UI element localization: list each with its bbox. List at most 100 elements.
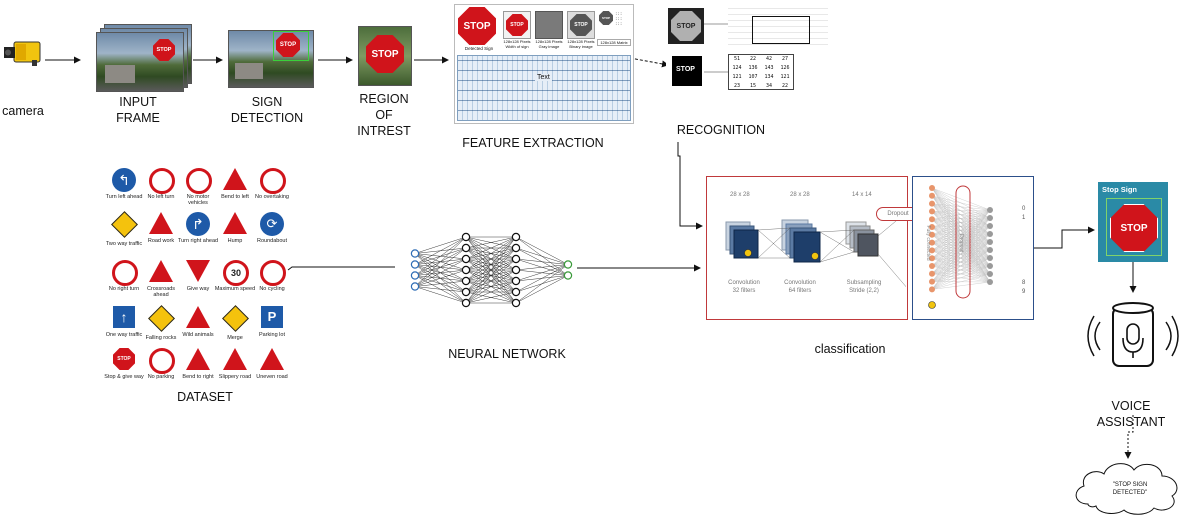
fc-output-1: 1	[1022, 215, 1026, 221]
fc-connection	[931, 257, 991, 290]
fc-connection	[931, 265, 991, 290]
dataset-sign: ↰Turn left ahead	[102, 168, 146, 200]
fc-neuron	[929, 192, 935, 199]
stop-sign-icon: STOP	[506, 14, 528, 36]
stop-sign-icon: STOP	[366, 35, 404, 73]
fc-output-neuron	[987, 215, 993, 221]
nn-connection	[465, 236, 517, 271]
fc-connection	[931, 209, 991, 243]
nn-neuron	[461, 276, 471, 286]
nn-connection	[414, 269, 467, 287]
feature-text-label: Text	[535, 74, 552, 81]
fc-connection	[931, 209, 991, 282]
fc-connection	[931, 273, 991, 290]
cnn-layers-diagram	[725, 212, 906, 287]
nn-connection	[515, 275, 569, 304]
cnn-size-3: 14 x 14	[852, 192, 872, 198]
dataset-sign: No right turn	[102, 260, 146, 292]
cnn-stage2-line2: 64 filters	[788, 288, 812, 294]
nn-neuron	[461, 298, 471, 308]
stop-sign-icon: STOP	[570, 14, 592, 36]
nn-neuron	[511, 276, 521, 286]
fc-output-neuron	[987, 271, 993, 277]
nn-connection	[515, 264, 569, 293]
fc-connection	[931, 209, 991, 290]
arrow-cnn-to-result	[1032, 226, 1095, 249]
input-frame-photo: STOP	[96, 32, 184, 92]
nn-neuron	[511, 243, 521, 253]
nn-connection	[414, 258, 467, 287]
fc-neuron	[929, 247, 935, 254]
cloud-text-line1: "STOP SIGN	[1112, 482, 1148, 488]
fc-neuron	[929, 200, 935, 207]
dataset-sign: Merge	[213, 305, 257, 341]
dataset-sign: Wild animals	[176, 306, 220, 338]
cnn-stage3-line1: Subsampling	[846, 280, 882, 286]
dataset-sign: Uneven road	[250, 348, 294, 380]
arrow-voice-to-cloud	[1124, 415, 1134, 459]
cnn-size-1: 28 x 28	[730, 192, 750, 198]
fc-connection	[931, 209, 991, 267]
nn-connection	[465, 236, 517, 260]
nn-connection	[465, 236, 517, 249]
nn-connection	[414, 286, 467, 304]
fc-output-8: 8	[1022, 280, 1026, 286]
nn-neuron	[461, 287, 471, 297]
neural-network-label: NEURAL NETWORK	[448, 347, 566, 361]
recognition-matrix-large	[728, 6, 828, 50]
dataset-sign: Slippery road	[213, 348, 257, 380]
nn-connection	[465, 247, 517, 304]
nn-connection	[465, 236, 517, 304]
stop-sign-icon: STOP	[276, 33, 300, 57]
fc-connection	[931, 203, 991, 211]
stop-sign-icon: STOP	[153, 39, 175, 61]
fc-connection	[931, 209, 991, 220]
nn-connection	[515, 236, 569, 265]
nn-neuron	[461, 254, 471, 264]
feature-gray-image	[535, 11, 563, 39]
roi-label-line3: INTREST	[357, 124, 411, 138]
fc-connection	[931, 195, 991, 211]
fc-layers-diagram	[928, 185, 993, 309]
fc-output-9: 9	[1022, 289, 1026, 295]
dataset-label: DATASET	[177, 390, 233, 404]
feature-caption-3: 128x128 Pixels Gray image	[535, 39, 563, 49]
input-frame-label-line2: FRAME	[116, 111, 160, 125]
nn-connection	[515, 264, 569, 282]
feature-caption-1: Detected Sign	[464, 46, 494, 51]
nn-connection	[465, 269, 517, 304]
roi-label-line2: OF	[375, 108, 393, 122]
feature-caption-2: 128x128 Pixels Width of sign	[503, 39, 531, 49]
sign-detection-photo: STOP	[228, 30, 314, 88]
nn-neuron	[461, 232, 471, 242]
fc-output-neuron	[987, 255, 993, 261]
fc-output-neuron	[987, 263, 993, 269]
fc-connection	[931, 225, 991, 290]
dataset-sign: ⟳Roundabout	[250, 212, 294, 244]
stop-sign-icon: STOP	[1110, 204, 1158, 252]
nn-neuron	[563, 271, 573, 280]
nn-connection	[414, 236, 467, 254]
nn-connection	[414, 236, 467, 276]
fc-output-0: 0	[1022, 206, 1026, 212]
camera-label: camera	[2, 104, 44, 118]
nn-connection	[515, 247, 569, 265]
fc-connection	[931, 209, 991, 251]
dataset-sign: No overtaking	[250, 168, 294, 200]
recognition-label: RECOGNITION	[676, 123, 766, 137]
recognition-binary-image: STOP	[672, 56, 702, 86]
fc-neuron	[929, 208, 935, 215]
nn-neuron	[511, 265, 521, 275]
input-frame-label-line1: INPUT	[119, 95, 157, 109]
nn-connection	[515, 264, 569, 304]
speech-cloud	[1075, 463, 1178, 515]
nn-neuron	[461, 265, 471, 275]
nn-neuron	[511, 232, 521, 242]
dataset-sign: Road work	[139, 212, 183, 244]
feature-detected-sign: STOP	[458, 7, 496, 45]
cnn-stage1-line2: 32 filters	[732, 288, 756, 294]
dataset-grid: ↰Turn left ahead No left turn No motor v…	[102, 168, 292, 386]
nn-neuron	[563, 260, 573, 269]
